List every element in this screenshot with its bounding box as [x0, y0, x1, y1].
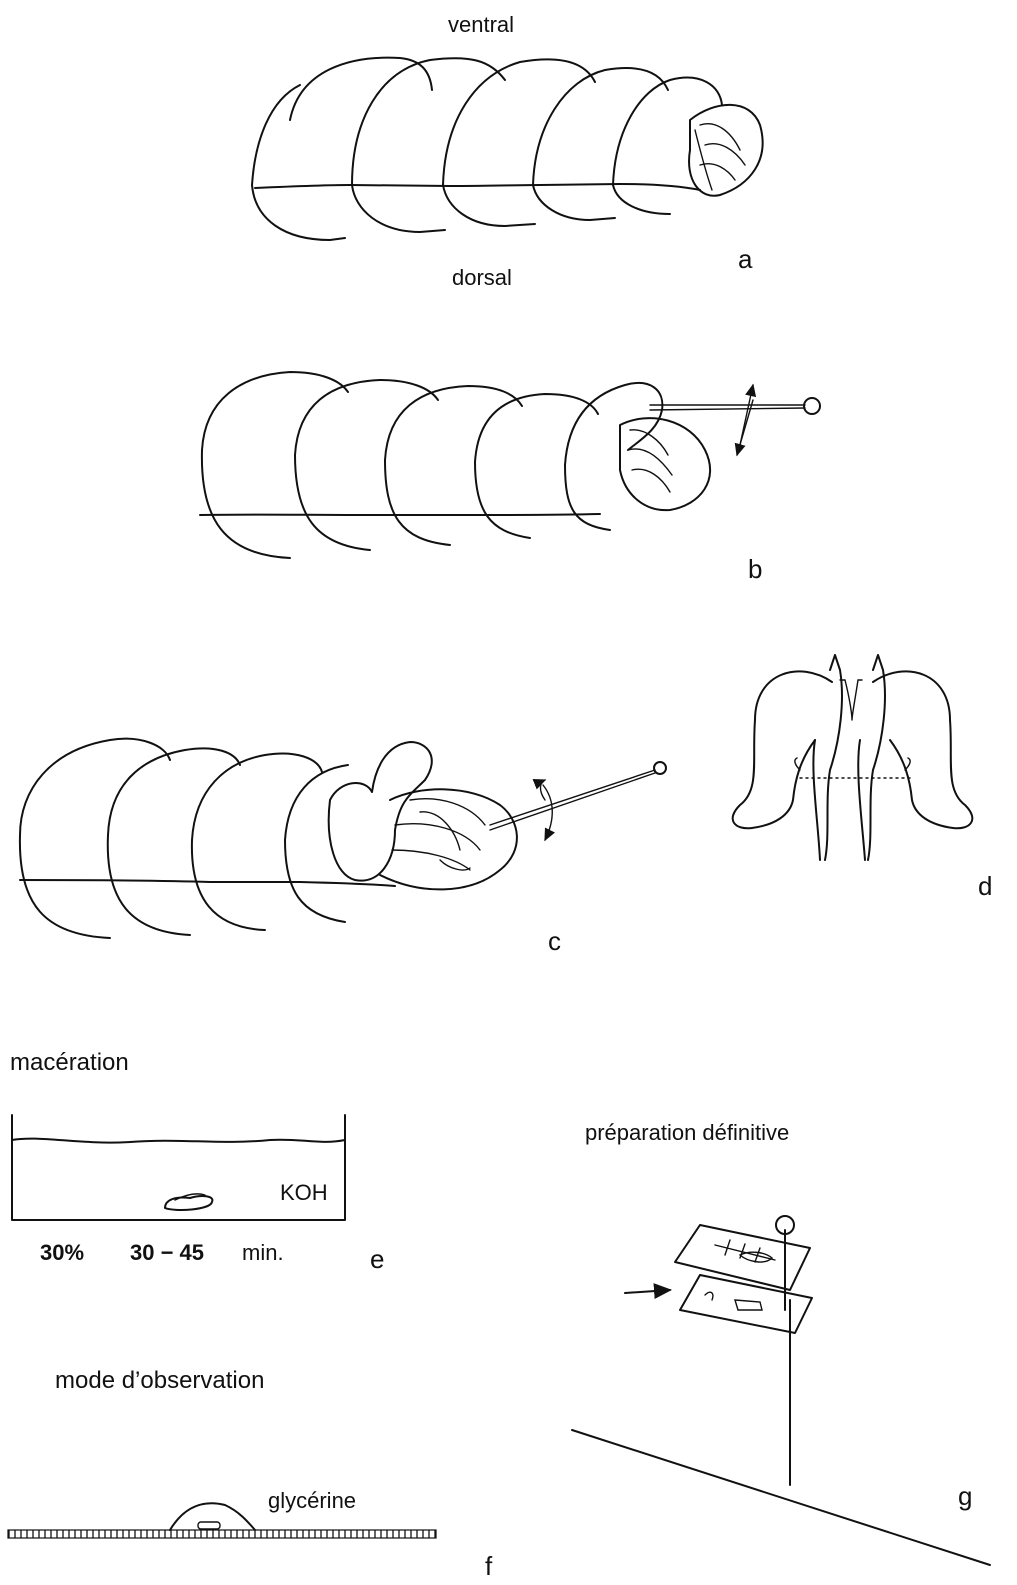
figure-g-mounted-specimen — [572, 1216, 990, 1565]
figure-f-slide-glycerine — [8, 1503, 436, 1538]
label-a: a — [738, 244, 753, 274]
label-e: e — [370, 1244, 384, 1274]
label-observation: mode d’observation — [55, 1367, 264, 1394]
label-glycerine: glycérine — [268, 1488, 356, 1513]
label-time-range: 30 − 45 — [130, 1240, 204, 1265]
label-time-unit: min. — [242, 1240, 284, 1265]
label-c: c — [548, 926, 561, 956]
figure-c-abdomen-opened — [20, 739, 666, 938]
label-b: b — [748, 554, 762, 584]
figure-a-abdomen-ventral — [252, 58, 763, 240]
label-dorsal: dorsal — [452, 265, 512, 290]
label-ventral: ventral — [448, 12, 514, 37]
label-d: d — [978, 871, 992, 901]
label-preparation: préparation définitive — [585, 1120, 789, 1145]
label-g: g — [958, 1481, 972, 1511]
label-f: f — [485, 1551, 493, 1581]
figure-d-genitalia-detail — [733, 655, 973, 860]
figure-b-abdomen-dorsal — [200, 372, 820, 558]
label-koh: KOH — [280, 1180, 328, 1205]
label-maceration: macération — [10, 1049, 129, 1076]
label-percent: 30% — [40, 1240, 84, 1265]
